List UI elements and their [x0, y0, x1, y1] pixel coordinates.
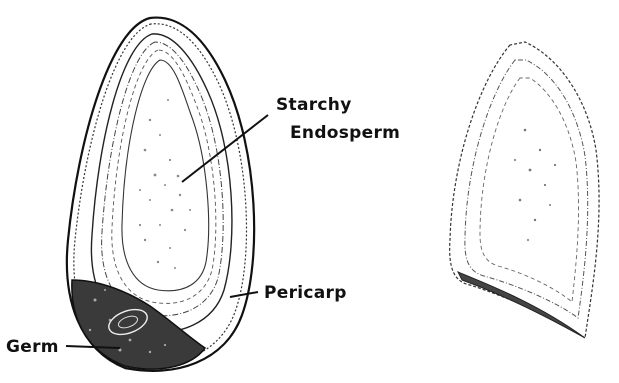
pericarp-label: Pericarp	[264, 283, 347, 303]
starchy-endosperm-region	[122, 60, 209, 291]
endosperm-layer-2	[112, 50, 216, 303]
right-starch-granules	[514, 129, 556, 241]
endosperm-label: Endosperm	[290, 123, 400, 143]
germ-label: Germ	[6, 337, 59, 357]
right-kernel-base	[458, 272, 585, 338]
pericarp-leader	[230, 292, 258, 297]
starchy-label: Starchy	[276, 95, 352, 115]
right-kernel-layer-1	[465, 60, 588, 318]
left-kernel	[67, 18, 254, 371]
endosperm-layer-1	[102, 42, 224, 316]
germ-region	[72, 280, 205, 369]
starch-granules	[139, 99, 191, 269]
right-kernel-layer-2	[480, 78, 579, 302]
right-kernel-outline	[450, 42, 599, 338]
right-kernel	[450, 42, 599, 338]
